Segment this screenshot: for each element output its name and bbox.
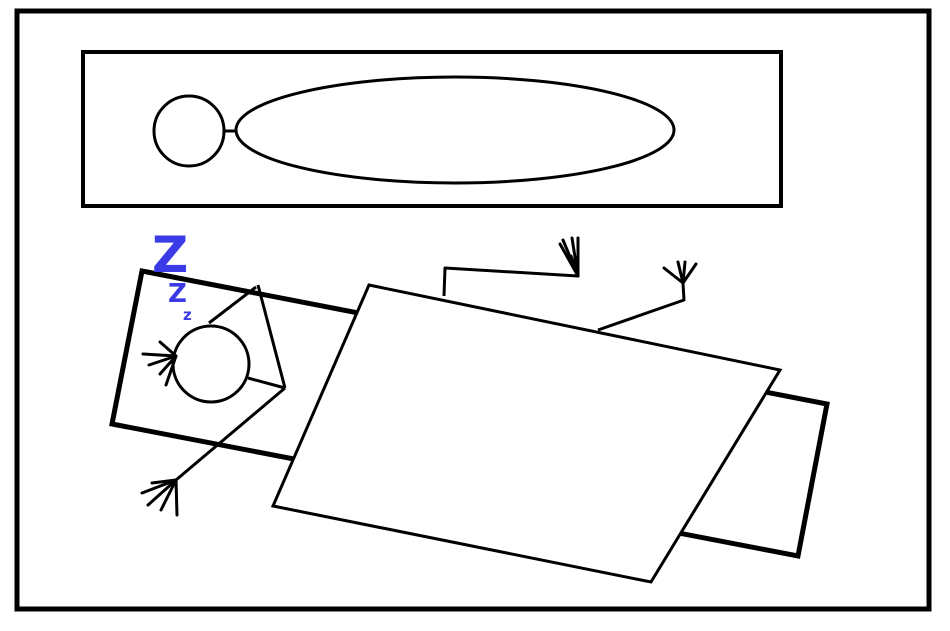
sleep-z-marks: Z Z z [152,226,192,324]
sleep-z-large: Z [152,226,188,284]
sleeper-neck [247,376,286,390]
hand-near-head [141,340,178,387]
forearm [208,285,257,325]
foot-left [558,236,580,278]
upper-arm [256,284,287,389]
leg-right [597,282,686,332]
leg-left [442,266,579,297]
lower-arm [175,386,286,482]
top-view-panel [81,50,783,208]
sleep-z-medium: Z [168,279,187,309]
blanket [270,283,783,584]
lower-hand [140,478,179,517]
top-view-head [152,94,226,168]
top-view-frame [81,50,783,208]
foot-right [662,260,698,285]
sleeper-head [171,324,251,404]
sleeping-scene: Z Z z [109,226,830,584]
top-view-body [234,75,676,185]
sleep-z-small: z [183,306,192,324]
